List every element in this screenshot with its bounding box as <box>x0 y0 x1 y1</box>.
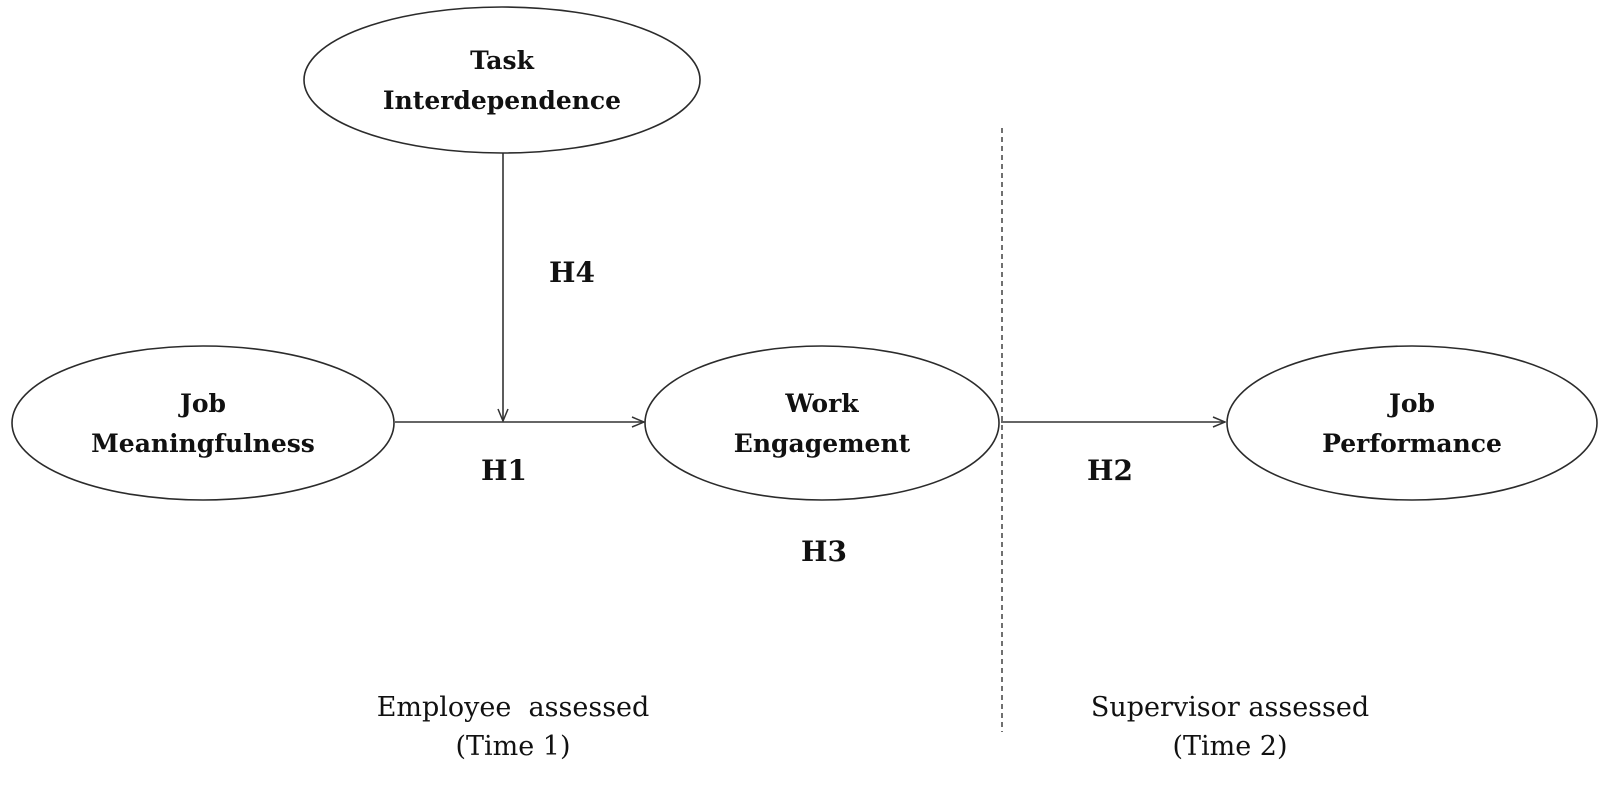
node-job-performance-line2: Performance <box>1322 429 1502 458</box>
hypothesis-label-h4: H4 <box>549 256 595 289</box>
node-task-interdependence-line2: Interdependence <box>383 86 621 115</box>
node-job-performance: Job Performance <box>1226 345 1598 501</box>
hypothesis-label-h2: H2 <box>1087 454 1133 487</box>
node-job-performance-line1: Job <box>1387 389 1435 418</box>
region-supervisor-line2: (Time 2) <box>1172 731 1287 762</box>
node-work-engagement-line1: Work <box>784 389 859 418</box>
region-label-employee: Employee assessed (Time 1) <box>377 692 650 762</box>
region-employee-line1: Employee assessed <box>377 692 650 723</box>
node-job-meaningfulness-line2: Meaningfulness <box>91 429 315 458</box>
region-label-supervisor: Supervisor assessed (Time 2) <box>1091 692 1369 762</box>
node-job-meaningfulness: Job Meaningfulness <box>11 345 395 501</box>
hypothesis-label-h1: H1 <box>481 454 527 487</box>
node-job-meaningfulness-line1: Job <box>178 389 226 418</box>
node-work-engagement-line2: Engagement <box>734 429 911 458</box>
region-supervisor-line1: Supervisor assessed <box>1091 692 1369 723</box>
hypothesis-label-h3: H3 <box>801 535 847 568</box>
node-work-engagement: Work Engagement <box>644 345 1000 501</box>
region-employee-line2: (Time 1) <box>455 731 570 762</box>
node-task-interdependence-line1: Task <box>470 46 534 75</box>
node-task-interdependence: Task Interdependence <box>303 6 701 154</box>
